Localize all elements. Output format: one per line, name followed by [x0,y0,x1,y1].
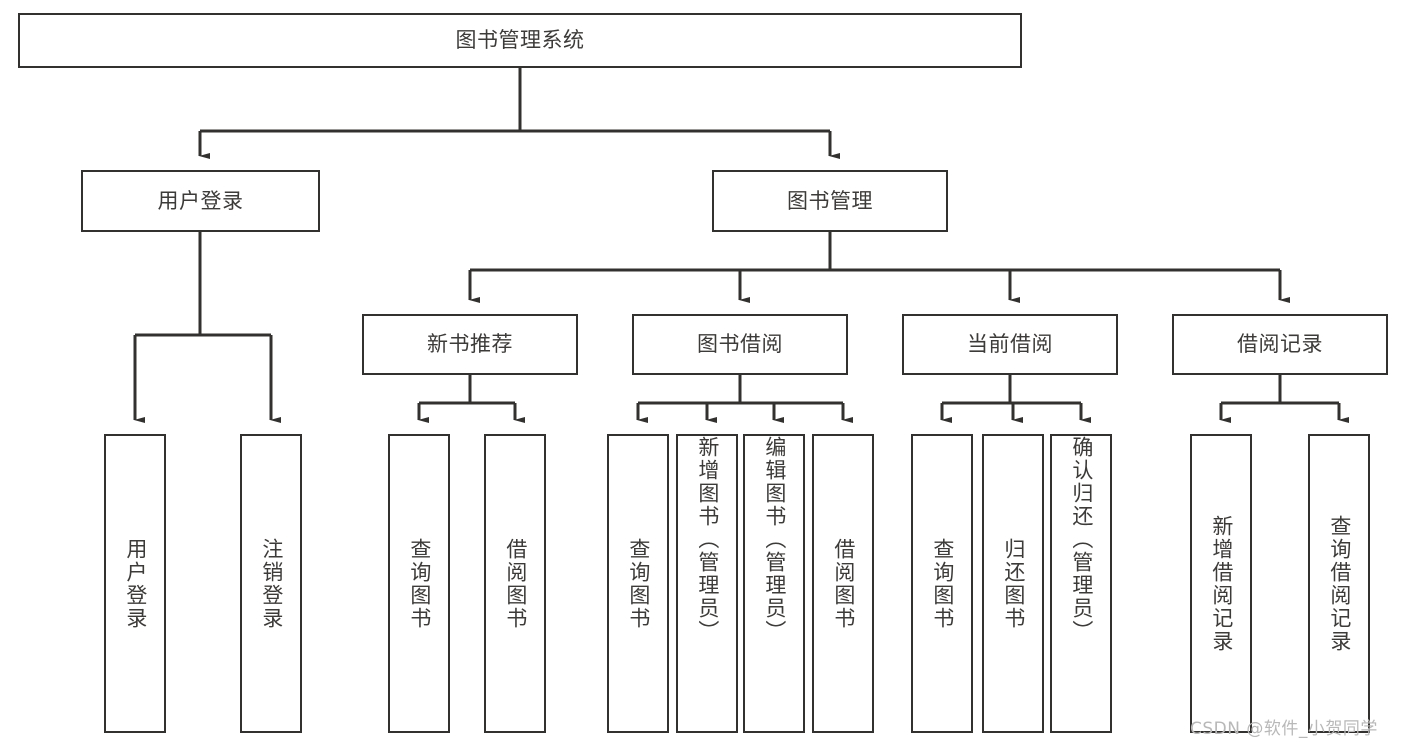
leaf-node-label: 用户登录 [123,537,148,630]
leaf-node-label: 查询图书 [407,537,432,630]
leaf-node[interactable]: 用户登录 [104,434,166,733]
leaf-node-label: 编辑图书（管理员） [762,436,787,643]
leaf-node-label: 查询图书 [930,537,955,630]
leaf-node[interactable]: 借阅图书 [812,434,874,733]
node-current-borrow[interactable]: 当前借阅 [902,314,1118,375]
leaf-node-label: 注销登录 [259,537,284,630]
leaf-node[interactable]: 确认归还（管理员） [1050,434,1112,733]
node-root-label: 图书管理系统 [455,28,585,53]
leaf-node[interactable]: 注销登录 [240,434,302,733]
leaf-node-label: 确认归还（管理员） [1069,436,1094,643]
leaf-node-label: 新增借阅记录 [1209,514,1234,653]
node-new-book-recommend-label: 新书推荐 [427,332,513,357]
node-borrow-record[interactable]: 借阅记录 [1172,314,1388,375]
leaf-node-label: 查询借阅记录 [1327,514,1352,653]
leaf-node[interactable]: 查询图书 [388,434,450,733]
node-book-borrow[interactable]: 图书借阅 [632,314,848,375]
leaf-node-label: 借阅图书 [503,537,528,630]
node-book-management[interactable]: 图书管理 [712,170,948,232]
leaf-node-label: 归还图书 [1001,537,1026,630]
leaf-node[interactable]: 新增借阅记录 [1190,434,1252,733]
leaf-node[interactable]: 查询借阅记录 [1308,434,1370,733]
leaf-node[interactable]: 编辑图书（管理员） [743,434,805,733]
leaf-node[interactable]: 归还图书 [982,434,1044,733]
node-current-borrow-label: 当前借阅 [967,332,1053,357]
csdn-watermark: CSDN @软件_小贺同学 [1190,719,1378,739]
leaf-node-label: 新增图书（管理员） [695,436,720,643]
node-new-book-recommend[interactable]: 新书推荐 [362,314,578,375]
leaf-node-label: 查询图书 [626,537,651,630]
leaf-node[interactable]: 借阅图书 [484,434,546,733]
leaf-node-label: 借阅图书 [831,537,856,630]
node-book-borrow-label: 图书借阅 [697,332,783,357]
leaf-node[interactable]: 查询图书 [607,434,669,733]
node-root[interactable]: 图书管理系统 [18,13,1022,68]
leaf-node[interactable]: 新增图书（管理员） [676,434,738,733]
leaf-node[interactable]: 查询图书 [911,434,973,733]
node-borrow-record-label: 借阅记录 [1237,332,1323,357]
node-user-login-label: 用户登录 [157,188,244,213]
node-user-login[interactable]: 用户登录 [81,170,320,232]
node-book-management-label: 图书管理 [787,188,873,213]
